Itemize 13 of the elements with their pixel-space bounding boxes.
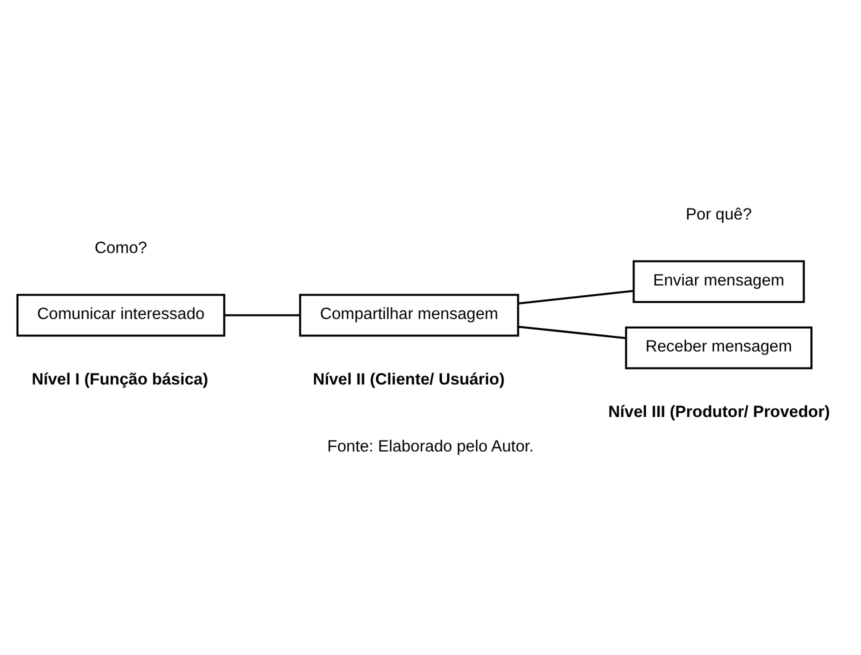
label: Nível II (Cliente/ Usuário) bbox=[312, 370, 505, 388]
node-box: Comunicar interessado bbox=[16, 293, 226, 336]
caption: Fonte: Elaborado pelo Autor. bbox=[327, 437, 534, 456]
connector bbox=[518, 325, 626, 339]
label: Como? bbox=[94, 238, 148, 256]
connector bbox=[518, 289, 634, 304]
node-box: Receber mensagem bbox=[625, 326, 812, 369]
node-box: Enviar mensagem bbox=[632, 260, 805, 303]
label: Nível III (Produtor/ Provedor) bbox=[608, 402, 830, 420]
label: Por quê? bbox=[686, 204, 752, 223]
label: Nível I (Função básica) bbox=[32, 370, 208, 388]
node-box: Compartilhar mensagem bbox=[299, 293, 520, 336]
connector bbox=[224, 314, 300, 316]
